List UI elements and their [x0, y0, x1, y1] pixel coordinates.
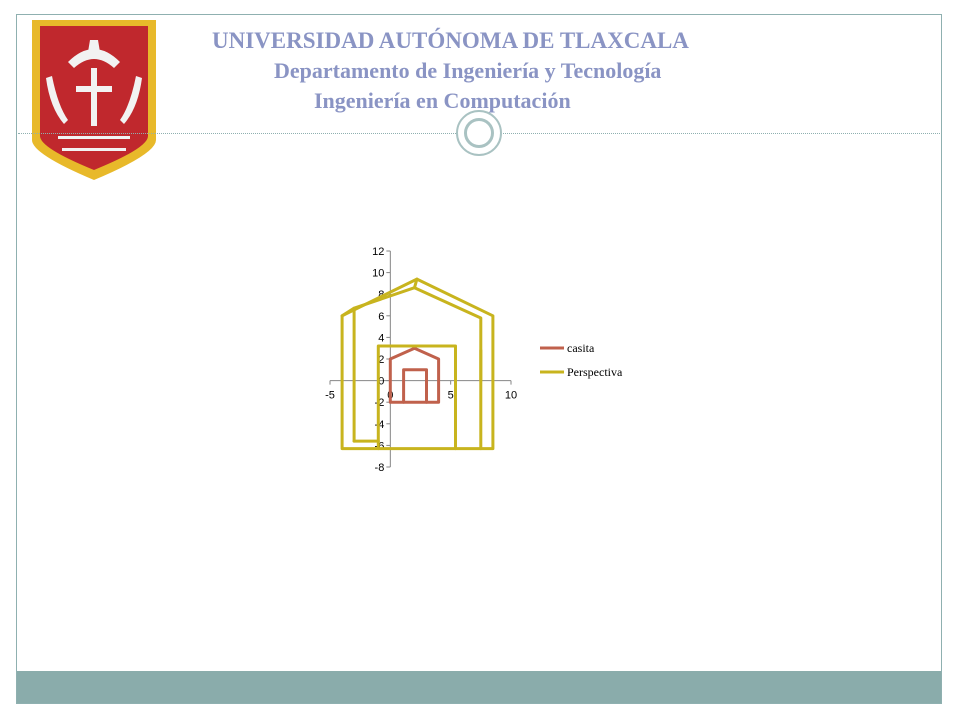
series-line-perspectiva [340, 286, 483, 451]
y-tick-label: 12 [372, 246, 384, 258]
series-line-casita [388, 346, 441, 404]
y-tick-label: 4 [378, 332, 384, 344]
series-line-perspectiva [413, 277, 419, 290]
university-crest-logo [32, 20, 156, 180]
program-title: Ingeniería en Computación [314, 88, 571, 113]
series-line-perspectiva [340, 277, 495, 451]
department-title: Departamento de Ingeniería y Tecnología [274, 58, 662, 83]
x-tick-label: 10 [505, 390, 517, 402]
university-title: UNIVERSIDAD AUTÓNOMA DE TLAXCALA [212, 28, 689, 53]
y-tick-label: 10 [372, 268, 384, 280]
slide-frame [16, 14, 942, 704]
decorative-ring-inner [464, 118, 494, 148]
legend-label-perspectiva: Perspectiva [567, 365, 623, 379]
y-tick-label: -8 [375, 462, 385, 474]
x-tick-label: 5 [448, 390, 454, 402]
y-tick-label: 6 [378, 311, 384, 323]
y-tick-label: 2 [378, 354, 384, 366]
series-line-casita [402, 368, 428, 404]
y-tick-label: 0 [378, 376, 384, 388]
chart-series [340, 277, 495, 451]
footer-bar [17, 671, 941, 703]
decorative-ring [456, 110, 502, 156]
legend-label-casita: casita [567, 341, 595, 355]
series-line-perspectiva [376, 344, 457, 451]
x-tick-label: -5 [325, 390, 335, 402]
